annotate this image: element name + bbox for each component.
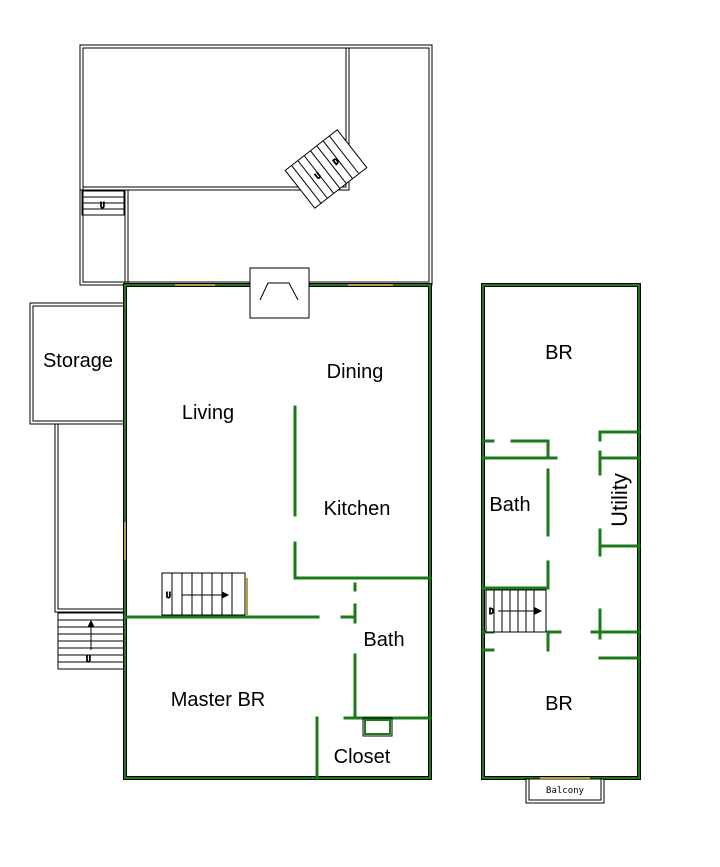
- room-label-bath-upper: Bath: [489, 494, 530, 516]
- room-label-master-br: Master BR: [171, 689, 265, 711]
- exterior-stair: U: [57, 612, 125, 670]
- room-label-storage: Storage: [43, 350, 113, 372]
- room-label-bath: Bath: [363, 629, 404, 651]
- room-label-kitchen: Kitchen: [324, 498, 391, 520]
- room-label-br-lower: BR: [545, 693, 573, 715]
- balcony: [525, 777, 605, 804]
- room-label-dining: Dining: [327, 361, 384, 383]
- balcony-label: Balcony: [546, 786, 585, 796]
- stair-mark: U: [100, 201, 105, 210]
- door-openings: [124, 284, 393, 615]
- room-label-utility: Utility: [607, 473, 632, 527]
- stair-mark: D: [331, 157, 340, 167]
- deck-stair-diagonal: U D: [284, 129, 368, 209]
- side-porch: [54, 424, 125, 613]
- room-label-closet: Closet: [334, 746, 391, 768]
- upper-stair: D: [485, 589, 547, 633]
- room-label-living: Living: [182, 402, 234, 424]
- interior-stair: U: [161, 572, 246, 616]
- stair-mark: D: [489, 607, 494, 616]
- stair-mark: U: [86, 655, 91, 664]
- fireplace: [249, 267, 310, 319]
- stair-mark: U: [166, 591, 171, 600]
- room-label-br-upper: BR: [545, 342, 573, 364]
- deck-steps: U: [81, 190, 125, 216]
- stair-mark: U: [313, 171, 322, 181]
- deck-outline: [79, 44, 433, 286]
